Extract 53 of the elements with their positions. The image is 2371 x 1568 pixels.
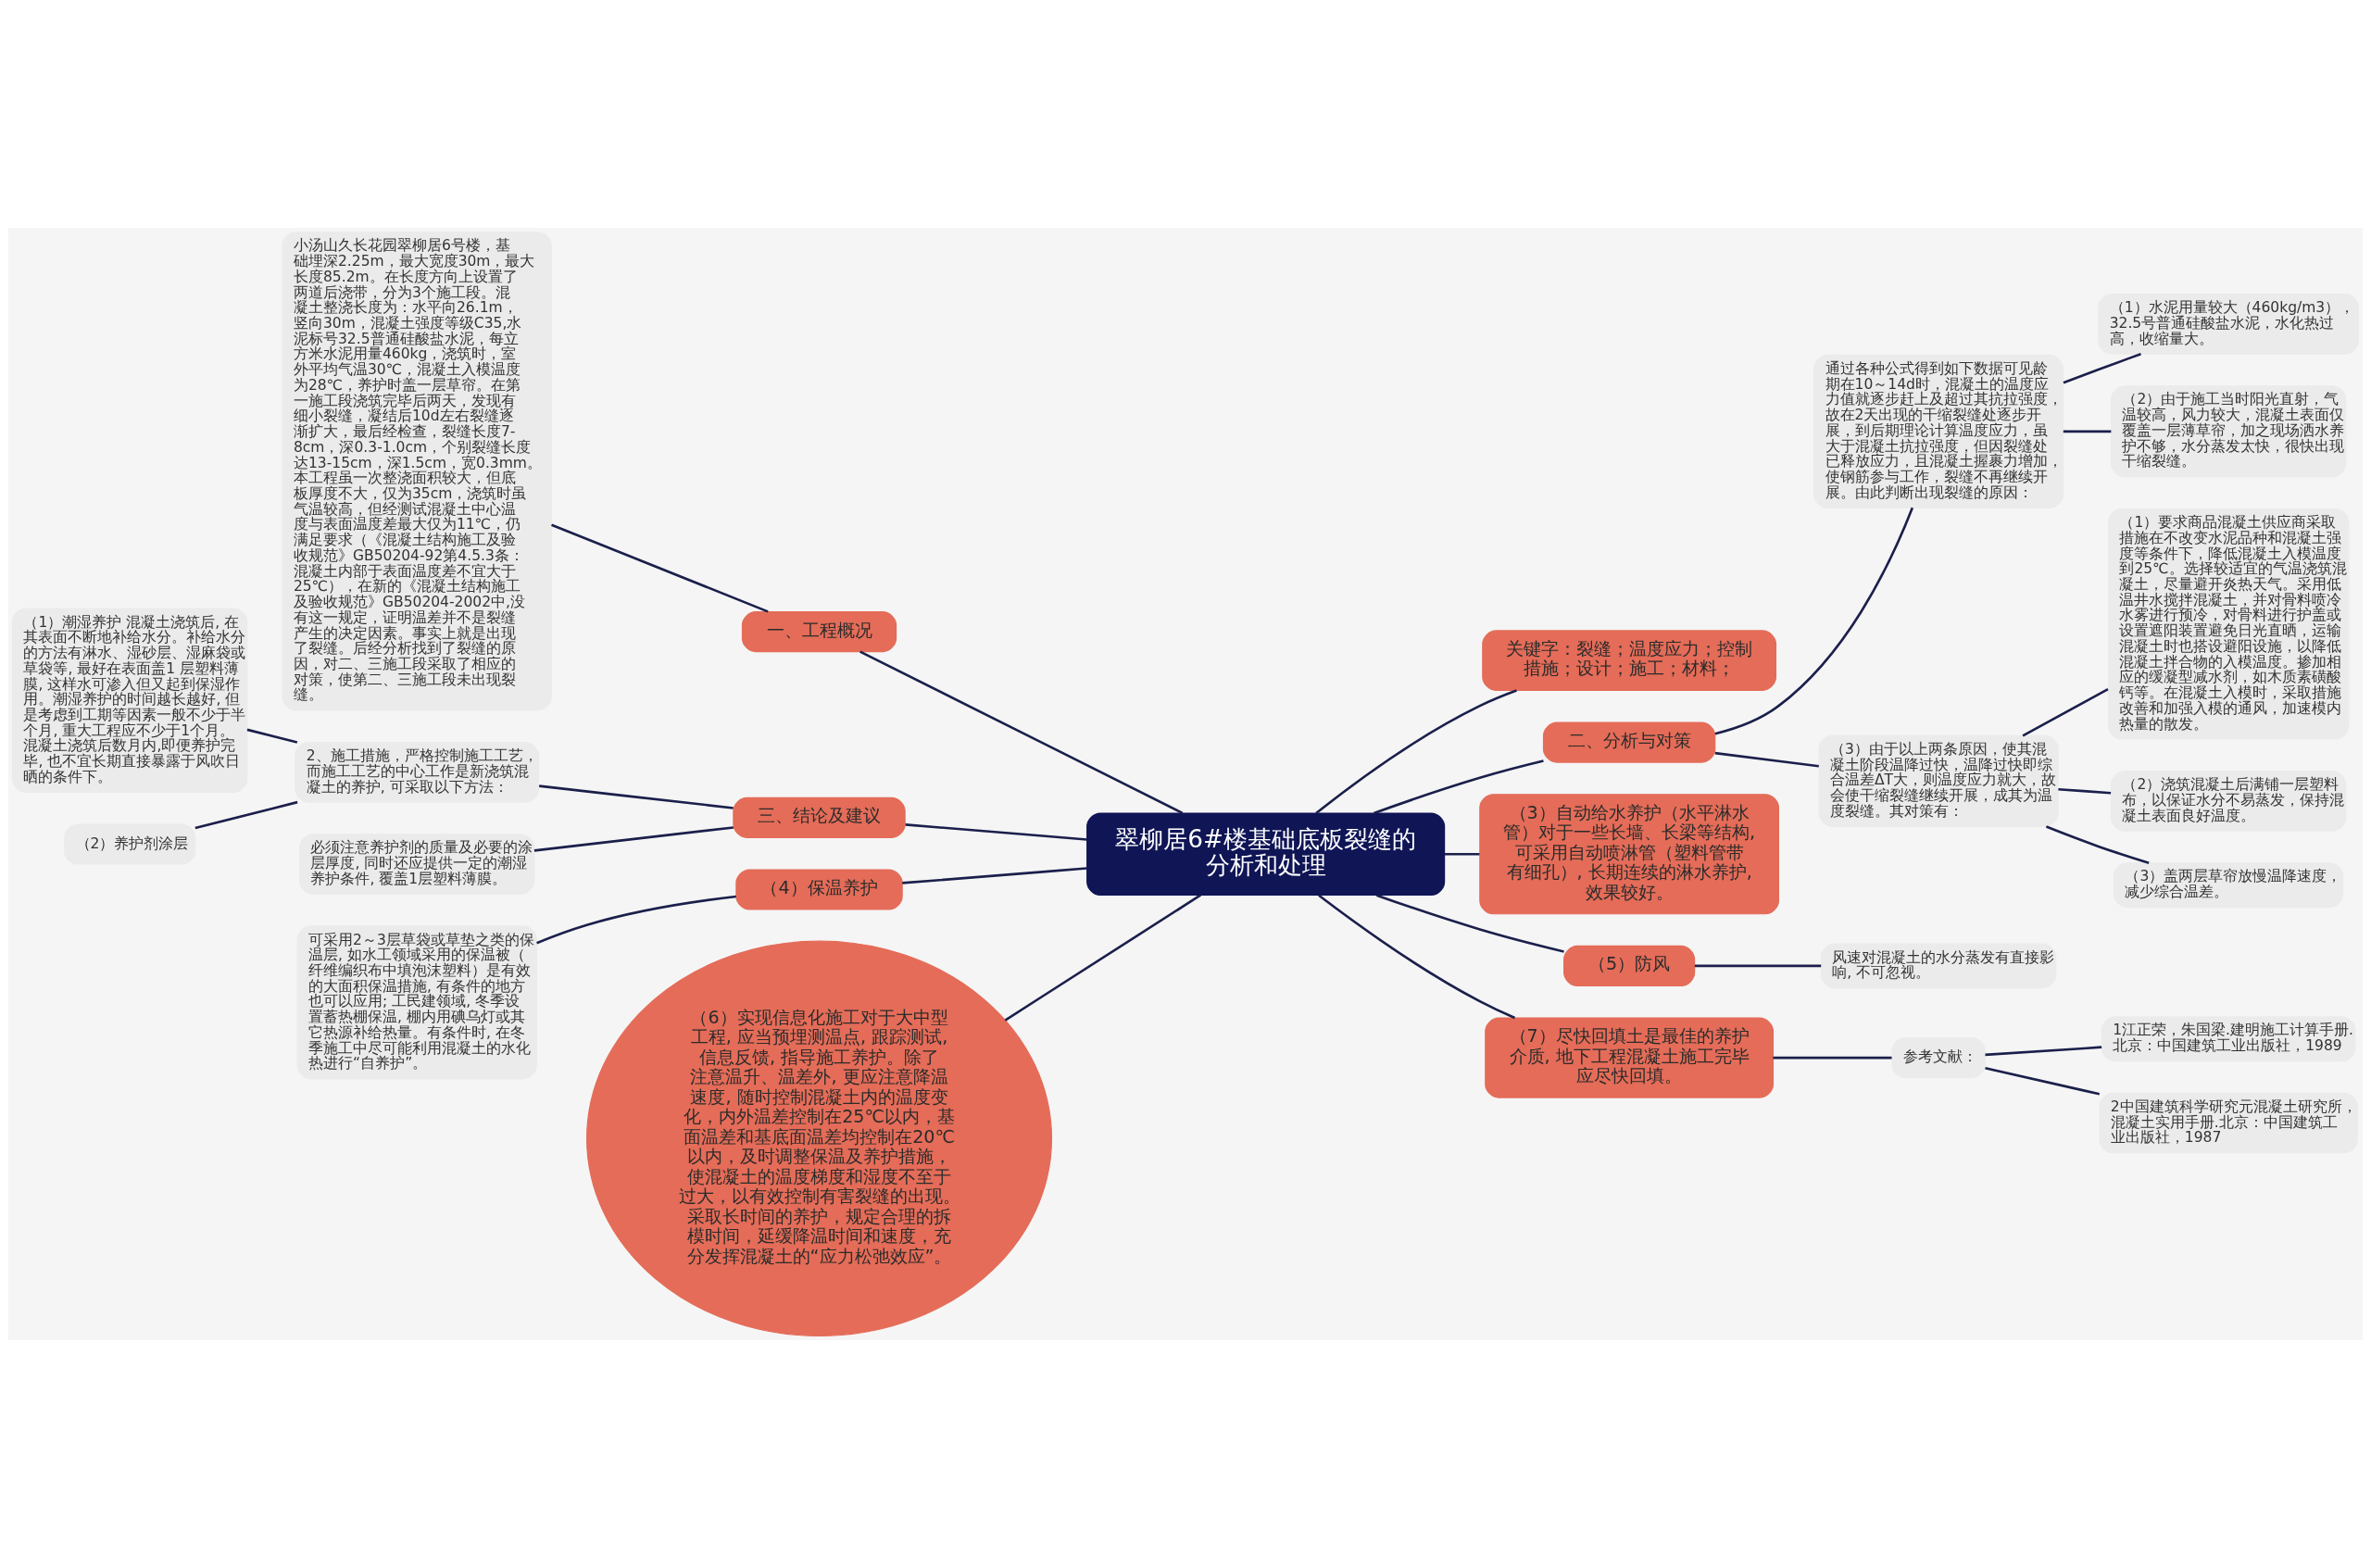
connector (1985, 1046, 2102, 1057)
node-box: 可采用2～3层草袋或草垫之类的保温层, 如水工领域采用的保温被（纤维编织布中填泡沫塑料）是有效的大面积保温措施, 有条件的地方也可以应用; 工民建领域, 冬季设置蓄热棚保温, 棚内用碘乌灯或其它热源补给热量。有条件时, 在冬季施工中尽可能利用混凝土的水化热进行“自养护”。 (296, 925, 537, 1080)
connector (1318, 894, 1516, 1020)
connector (194, 800, 298, 830)
connector (1376, 894, 1564, 953)
connector (2045, 825, 2150, 864)
connector (859, 650, 1184, 814)
connector (1004, 894, 1202, 1022)
node-box: 1江正荣，朱国梁.建明施工计算手册.北京：中国建筑工业出版社，1989 (2101, 1016, 2356, 1062)
connector (246, 728, 298, 744)
node-box: 二、分析与对策 (1542, 721, 1716, 763)
node-box: （2）养护剂涂层 (64, 823, 196, 865)
node-box: 必须注意养护剂的质量及必要的涂层厚度, 同时还应提供一定的潮湿养护条件, 覆盖1层塑料薄膜。 (298, 834, 535, 895)
connector (536, 895, 736, 945)
connector (905, 823, 1087, 841)
connector (2058, 787, 2112, 795)
connector (1315, 689, 1517, 814)
connector (1694, 964, 1822, 968)
node-box: （1）水泥用量较大（460kg/m3），32.5号普通硅酸盐水泥，水化热过高，收缩量大。 (2098, 294, 2360, 355)
connector (551, 523, 769, 613)
connector (1714, 751, 1819, 768)
node-box: 风速对混凝土的水分蒸发有直接影响, 不可忽视。 (1820, 943, 2057, 989)
node-box: （5）防风 (1563, 945, 1696, 987)
node-box: 三、结论及建议 (733, 797, 906, 838)
connector (1985, 1067, 2101, 1096)
node-box: （1）潮湿养护 混凝土浇筑后, 在其表面不断地补给水分。补给水分的方法有淋水、湿砂层、湿麻袋或草袋等, 最好在表面盖1 层塑料薄膜, 这样水可渗入但又起到保湿作用。潮湿养护的时间越长越好, 但是考虑到工期等因素一般不少于半个月, 重大工程应不少于1个月。混凝土浇筑后数月内,即便养护完毕, 也不宜长期直接暴露于风吹日晒的条件下。 (11, 608, 248, 793)
node-box: （7）尽快回填土是最佳的养护介质, 地下工程混凝土施工完毕应尽快回填。 (1485, 1017, 1775, 1098)
node-ellipse: （6）实现信息化施工对于大中型工程, 应当预埋测温点, 跟踪测试, 信息反馈, 指导施工养护。除了注意温升、温差外, 更应注意降温速度, 随时控制混凝土内的温度变化，内外温差控制在25℃以内，基面温差和基底面温差均控制在20℃以内，及时调整保温及养护措施，使混凝土的温度梯度和湿度不至于过大，以有效控制有害裂缝的出现。采取长时间的养护，规定合理的拆模时间，延缓降温时间和速度，充分发挥混凝土的“应力松弛效应”。 (586, 940, 1053, 1337)
node-box: 小汤山久长花园翠柳居6号楼，基础埋深2.25m，最大宽度30m，最大长度85.2m。在长度方向上设置了两道后浇带，分为3个施工段。混凝土整浇长度为：水平向26.1m，竖向30m，混凝土强度等级C35,水泥标号32.5普通硅酸盐水泥，每立方米水泥用量460kg，浇筑时，室外平均气温30℃，混凝土入模温度为28℃，养护时盖一层草帘。在第一施工段浇筑完毕后两天，发现有细小裂缝，凝结后10d左右裂缝逐渐扩大，最后经检查，裂缝长度7-8cm，深0.3-1.0cm，个别裂缝长度达13-15cm，深1.5cm，宽0.3mm。本工程虽一次整浇面积较大，但底板厚度不大，仅为35cm，浇筑时虽气温较高，但经测试混凝土中心温度与表面温度差最大仅为11℃，仍满足要求（《混凝土结构施工及验收规范》GB50204-92第4.5.3条：混凝土内部于表面温度差不宜大于25℃），在新的《混凝土结构施工及验收规范》GB50204-2002中,没有这一规定，证明温差并不是裂缝产生的决定因素。事实上就是出现了裂缝。后经分析找到了裂缝的原因，对二、三施工段采取了相应的对策，使第二、三施工段未出现裂缝。 (282, 232, 552, 711)
connector (533, 826, 734, 852)
connector (1445, 852, 1480, 856)
node-box: 参考文献： (1891, 1037, 1986, 1079)
node-box: 一、工程概况 (741, 611, 897, 653)
node-box: 关键字：裂缝；温度应力；控制措施；设计；施工；材料； (1482, 630, 1777, 692)
node-box: （3）自动给水养护（水平淋水管）对于一些长墙、长梁等结构, 可采用自动喷淋管（塑料管带有细孔）, 长期连续的淋水养护, 效果较好。 (1479, 794, 1779, 915)
node-box: （3）由于以上两条原因，使其混凝土阶段温降过快，温降过快即综合温差ΔT大，则温度应力就大，故会使干缩裂缝继续开展，成其为温度裂缝。其对策有： (1818, 734, 2059, 827)
connector (2022, 688, 2109, 737)
node-box: 2中国建筑科学研究元混凝土研究所，混凝土实用手册.北京：中国建筑工业出版社，1987 (2099, 1092, 2358, 1154)
node-box: 2、施工措施，严格控制施工工艺，而施工工艺的中心工作是新浇筑混凝土的养护, 可采取以下方法： (295, 742, 540, 803)
connector (1374, 759, 1544, 815)
connector (539, 784, 734, 809)
node-box: 翠柳居6#楼基础底板裂缝的分析和处理 (1086, 812, 1446, 897)
connector (2063, 430, 2112, 433)
connector (902, 867, 1087, 884)
connector (2063, 353, 2141, 384)
node-box: （4）保温养护 (735, 869, 903, 910)
node-box: （1）要求商品混凝土供应商采取措施在不改变水泥品种和混凝土强度等条件下，降低混凝土入模温度到25℃。选择较适宜的气温浇筑混凝土，尽量避开炎热天气。采用低温井水搅拌混凝土，并对骨料喷冷水雾进行预冷，对骨料进行护盖或设置遮阳装置避免日光直晒，运输混凝土时也搭设避阳设施，以降低混凝土拌合物的入模温度。掺加相应的缓凝型减水剂，如木质素磺酸钙等。在混凝土入模时，采取措施改善和加强入模的通风，加速模内热量的散发。 (2107, 508, 2350, 740)
node-box: （2）浇筑混凝土后满铺一层塑料布，以保证水分不易蒸发，保持混凝土表面良好温度。 (2110, 771, 2347, 832)
connector (1773, 1056, 1892, 1060)
node-box: 通过各种公式得到如下数据可见龄期在10～14d时，混凝土的温度应力值就逐步赶上及超过其抗拉强度，故在2天出现的干缩裂缝处逐步开展，到后期理论计算温度应力，虽大于混凝土抗拉强度，但因裂缝处已释放应力，且混凝土握裹力增加，使钢筋参与工作，裂缝不再继续开展。由此判断出现裂缝的原因： (1813, 354, 2064, 508)
node-box: （2）由于施工当时阳光直射，气温较高，风力较大，混凝土表面仅覆盖一层薄草帘，加之现场洒水养护不够，水分蒸发太快，很快出现干缩裂缝。 (2110, 385, 2347, 478)
connector (1714, 507, 1914, 735)
node-box: （3）盖两层草帘放慢温降速度，减少综合温差。 (2113, 862, 2344, 909)
